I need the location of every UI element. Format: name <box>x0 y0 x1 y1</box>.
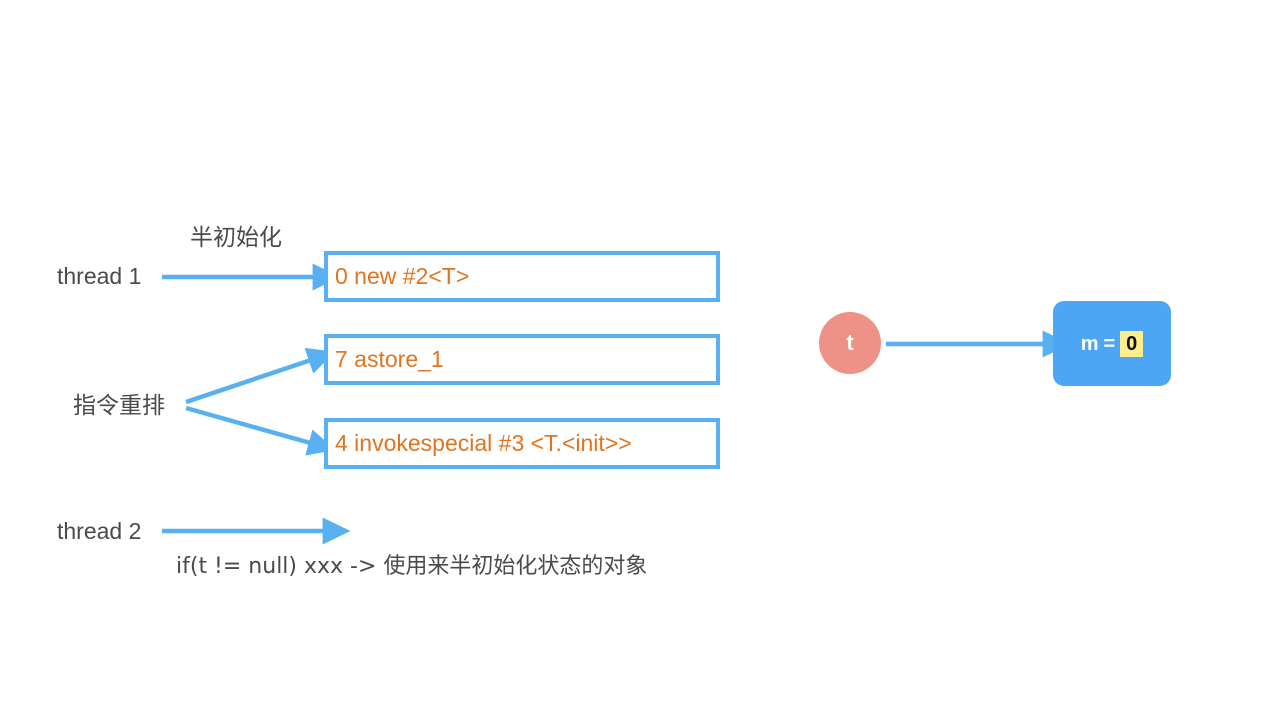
thread-1-label: thread 1 <box>57 263 142 289</box>
reference-variable-label: t <box>846 330 854 355</box>
object-field-value: 0 <box>1120 330 1144 357</box>
object-field-operator: = <box>1103 332 1116 355</box>
thread-2-label: thread 2 <box>57 518 142 544</box>
instruction-box-invokespecial: 4 invokespecial #3 <T.<init>> <box>324 418 720 469</box>
arrow-reorder-to-instruction-2 <box>185 405 336 456</box>
arrow-reorder-to-instruction-1 <box>185 347 336 405</box>
object-field: m = 0 <box>1080 330 1144 357</box>
instruction-text: 0 new #2<T> <box>335 263 470 289</box>
instruction-text: 7 astore_1 <box>335 346 444 372</box>
object-field-name: m <box>1080 332 1099 355</box>
instruction-reorder-label: 指令重排 <box>73 393 165 419</box>
reference-variable-circle: t <box>819 312 881 374</box>
instruction-box-astore: 7 astore_1 <box>324 334 720 385</box>
instruction-text: 4 invokespecial #3 <T.<init>> <box>335 430 632 456</box>
caption-text: if(t != null) xxx -> 使用来半初始化状态的对象 <box>176 554 648 579</box>
heap-object-box: m = 0 <box>1053 301 1171 386</box>
instruction-box-new: 0 new #2<T> <box>324 251 720 302</box>
half-initialization-label: 半初始化 <box>190 225 282 251</box>
